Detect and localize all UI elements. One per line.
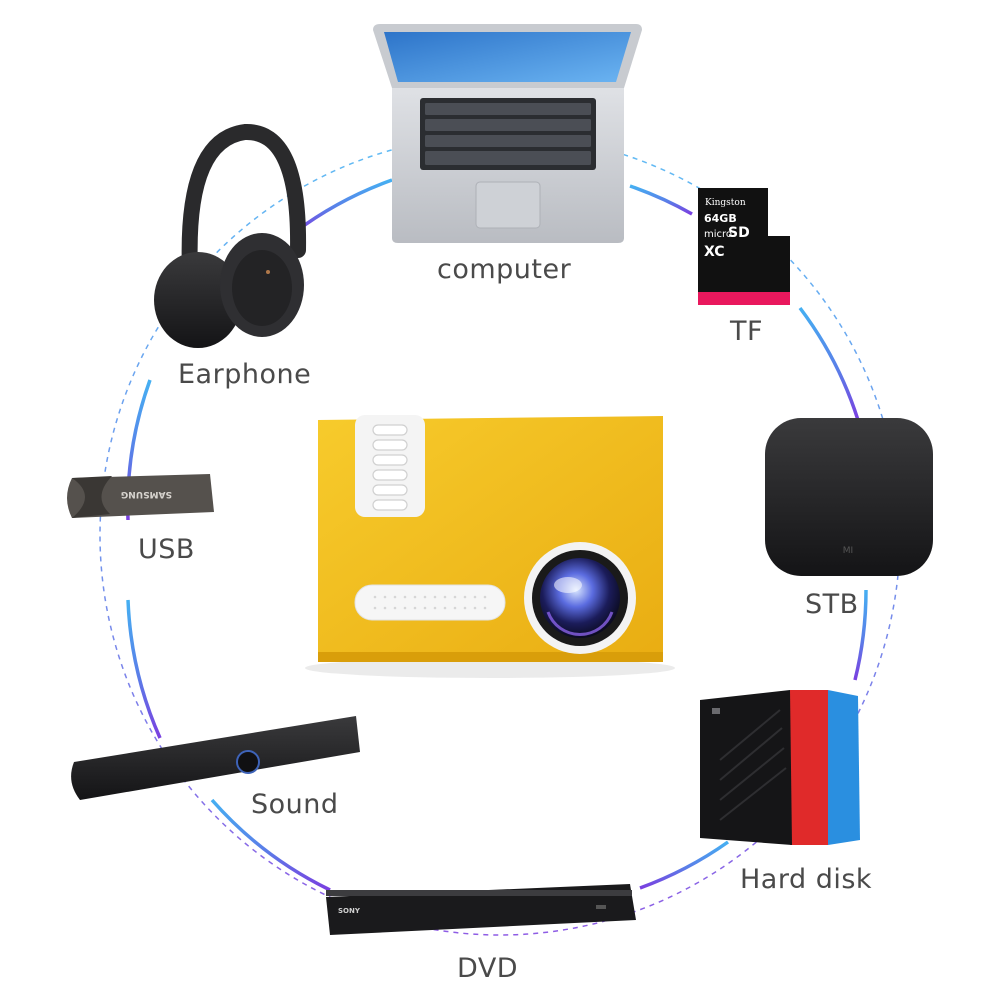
headphones-icon <box>154 124 307 348</box>
label-usb: USB <box>138 534 195 565</box>
label-hard-disk: Hard disk <box>740 864 873 895</box>
label-sound: Sound <box>251 789 339 820</box>
set-top-box-icon: MI <box>765 418 933 576</box>
laptop-icon <box>373 24 642 243</box>
projector-icon <box>305 415 675 678</box>
label-computer: computer <box>437 254 572 285</box>
usb-drive-icon: SAMSUNG <box>67 474 214 518</box>
stb-brand: MI <box>843 546 853 556</box>
sd-brand: Kingston <box>705 198 746 208</box>
sd-line3: XC <box>704 244 725 260</box>
soundbar-icon <box>71 716 360 800</box>
usb-brand: SAMSUNG <box>121 489 172 499</box>
label-stb: STB <box>805 589 859 620</box>
label-earphone: Earphone <box>178 359 312 390</box>
dvd-brand: SONY <box>338 907 361 915</box>
sd-line1: micro <box>704 229 732 240</box>
label-tf: TF <box>730 316 764 347</box>
dvd-player-icon: SONY <box>326 884 636 935</box>
sd-capacity: 64GB <box>704 212 737 225</box>
hard-disk-icon <box>700 690 860 845</box>
sd-line2: SD <box>728 225 750 241</box>
sd-card-icon: Kingston 64GB micro SD XC <box>698 188 790 305</box>
label-dvd: DVD <box>457 953 519 984</box>
